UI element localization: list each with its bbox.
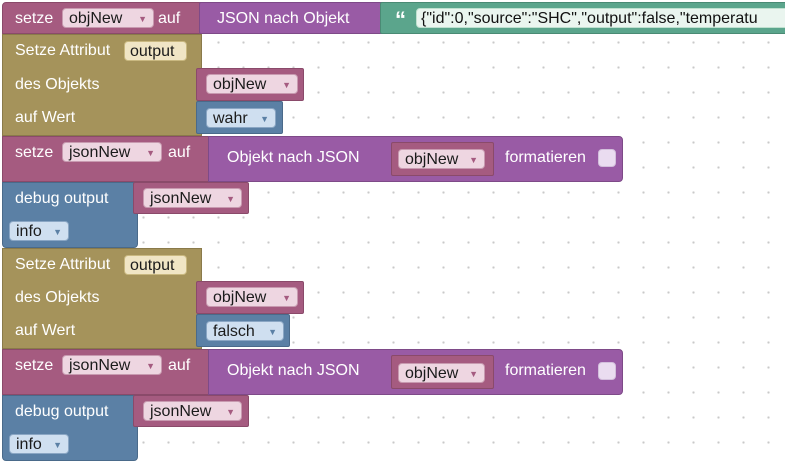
object-to-json-block[interactable]: Objekt nach JSON objNew▼ formatieren bbox=[208, 136, 623, 182]
of-object-label: des Objekts bbox=[15, 289, 100, 306]
json-to-object-label: JSON nach Objekt bbox=[217, 10, 350, 27]
dropdown-arrow-icon: ▼ bbox=[53, 227, 62, 237]
debug-output-block[interactable]: debug output info▼ bbox=[2, 182, 138, 248]
variable-get-block[interactable]: objNew▼ bbox=[196, 68, 304, 101]
object-to-json-block[interactable]: Objekt nach JSON objNew▼ formatieren bbox=[208, 349, 623, 395]
log-level-dropdown[interactable]: info▼ bbox=[9, 221, 69, 241]
variable-dropdown[interactable]: jsonNew▼ bbox=[62, 355, 162, 375]
open-quote-icon: “ bbox=[395, 7, 406, 32]
text-block[interactable]: “ {"id":0,"source":"SHC","output":false,… bbox=[380, 2, 785, 34]
dropdown-arrow-icon: ▼ bbox=[226, 194, 235, 204]
variable-dropdown[interactable]: jsonNew▼ bbox=[143, 401, 242, 421]
variable-get-block[interactable]: objNew▼ bbox=[196, 281, 304, 314]
set-attribute-block[interactable]: Setze Attribut output des Objekts auf We… bbox=[2, 248, 202, 349]
set-attribute-label: Setze Attribut bbox=[15, 42, 111, 59]
set-label: setze bbox=[15, 10, 54, 27]
variable-dropdown[interactable]: objNew▼ bbox=[62, 8, 154, 28]
set-variable-block-objnew[interactable]: setze objNew▼ auf bbox=[2, 2, 205, 34]
dropdown-arrow-icon: ▼ bbox=[146, 148, 155, 158]
attribute-name-input[interactable]: output bbox=[124, 255, 187, 275]
set-attribute-block[interactable]: Setze Attribut output des Objekts auf We… bbox=[2, 34, 202, 136]
boolean-block[interactable]: falsch▼ bbox=[196, 314, 290, 347]
format-checkbox[interactable] bbox=[598, 149, 616, 167]
value-label: auf Wert bbox=[15, 109, 76, 126]
to-label: auf bbox=[168, 357, 191, 374]
dropdown-arrow-icon: ▼ bbox=[282, 80, 291, 90]
set-label: setze bbox=[15, 357, 54, 374]
variable-get-block[interactable]: objNew▼ bbox=[391, 142, 494, 176]
format-checkbox[interactable] bbox=[598, 362, 616, 380]
format-label: formatieren bbox=[505, 149, 586, 166]
dropdown-arrow-icon: ▼ bbox=[226, 407, 235, 417]
log-level-dropdown[interactable]: info▼ bbox=[9, 434, 69, 454]
variable-get-block[interactable]: jsonNew▼ bbox=[133, 395, 249, 427]
dropdown-arrow-icon: ▼ bbox=[282, 293, 291, 303]
variable-dropdown[interactable]: objNew▼ bbox=[398, 363, 485, 383]
variable-dropdown[interactable]: jsonNew▼ bbox=[62, 142, 162, 162]
format-label: formatieren bbox=[505, 362, 586, 379]
set-variable-block-jsonnew[interactable]: setze jsonNew▼ auf bbox=[2, 349, 212, 395]
variable-dropdown[interactable]: jsonNew▼ bbox=[143, 188, 242, 208]
debug-output-block[interactable]: debug output info▼ bbox=[2, 395, 138, 461]
variable-dropdown[interactable]: objNew▼ bbox=[206, 74, 298, 94]
object-to-json-label: Objekt nach JSON bbox=[227, 149, 360, 166]
dropdown-arrow-icon: ▼ bbox=[138, 14, 147, 24]
json-text-input[interactable]: {"id":0,"source":"SHC","output":false,"t… bbox=[416, 8, 785, 28]
set-variable-block-jsonnew[interactable]: setze jsonNew▼ auf bbox=[2, 136, 212, 182]
boolean-block[interactable]: wahr▼ bbox=[196, 101, 283, 134]
variable-dropdown[interactable]: objNew▼ bbox=[206, 287, 298, 307]
set-attribute-label: Setze Attribut bbox=[15, 256, 111, 273]
boolean-dropdown[interactable]: falsch▼ bbox=[206, 321, 284, 341]
attribute-name-input[interactable]: output bbox=[124, 41, 187, 61]
debug-output-label: debug output bbox=[15, 403, 109, 420]
set-label: setze bbox=[15, 144, 54, 161]
variable-get-block[interactable]: jsonNew▼ bbox=[133, 182, 249, 214]
to-label: auf bbox=[158, 10, 181, 27]
dropdown-arrow-icon: ▼ bbox=[268, 327, 277, 337]
dropdown-arrow-icon: ▼ bbox=[146, 361, 155, 371]
variable-get-block[interactable]: objNew▼ bbox=[391, 355, 494, 389]
value-label: auf Wert bbox=[15, 322, 76, 339]
dropdown-arrow-icon: ▼ bbox=[469, 369, 478, 379]
variable-dropdown[interactable]: objNew▼ bbox=[398, 149, 485, 169]
dropdown-arrow-icon: ▼ bbox=[53, 440, 62, 450]
dropdown-arrow-icon: ▼ bbox=[469, 155, 478, 165]
dropdown-arrow-icon: ▼ bbox=[260, 114, 269, 124]
of-object-label: des Objekts bbox=[15, 76, 100, 93]
json-to-object-block[interactable]: JSON nach Objekt bbox=[199, 2, 389, 34]
object-to-json-label: Objekt nach JSON bbox=[227, 362, 360, 379]
boolean-dropdown[interactable]: wahr▼ bbox=[206, 108, 276, 128]
to-label: auf bbox=[168, 144, 191, 161]
debug-output-label: debug output bbox=[15, 190, 109, 207]
